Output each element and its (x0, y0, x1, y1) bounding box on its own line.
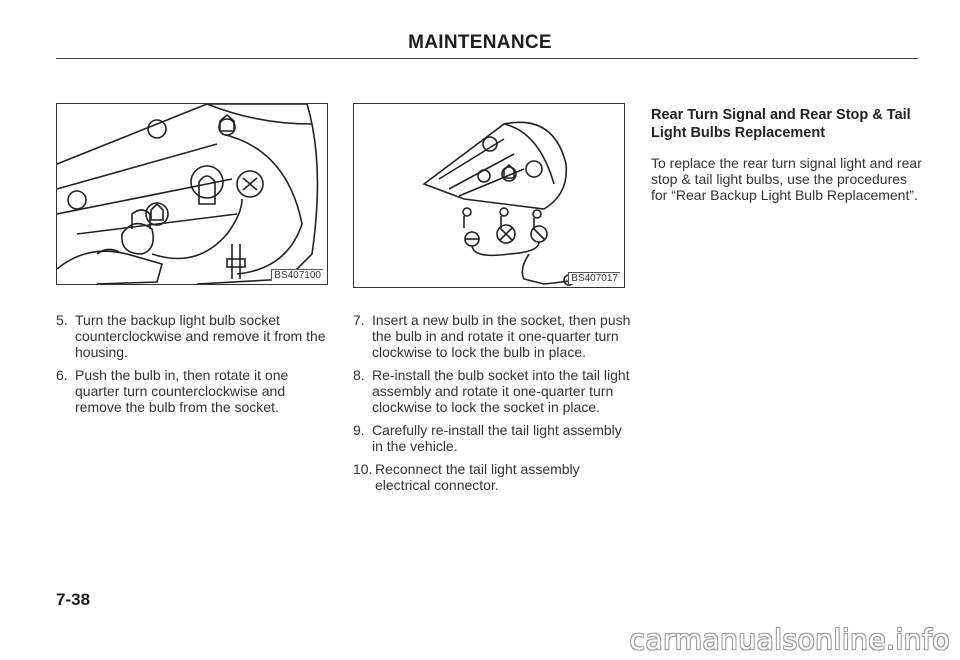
page-title: MAINTENANCE (408, 32, 552, 53)
step-item: 6. Push the bulb in, then rotate it one … (56, 367, 326, 415)
page-number: 7-38 (56, 590, 91, 609)
figure-backup-light: BS407100 (56, 103, 328, 285)
backup-light-illustration (57, 104, 319, 284)
step-item: 7. Insert a new bulb in the socket, then… (353, 312, 633, 360)
step-text: Push the bulb in, then rotate it one qua… (75, 367, 289, 415)
step-number: 8. (353, 367, 365, 383)
step-item: 8. Re-install the bulb socket into the t… (353, 367, 633, 415)
step-text: Reconnect the tail light assembly electr… (375, 461, 580, 493)
steps-list-middle: 7. Insert a new bulb in the socket, then… (353, 312, 633, 500)
step-text: Carefully re-install the tail light asse… (372, 422, 622, 454)
step-number: 7. (353, 312, 365, 328)
step-text: Insert a new bulb in the socket, then pu… (372, 312, 631, 360)
step-text: Turn the backup light bulb socket counte… (75, 312, 326, 360)
step-text: Re-install the bulb socket into the tail… (372, 367, 630, 415)
step-item: 5. Turn the backup light bulb socket cou… (56, 312, 326, 360)
watermark: carmanualsonline.info (629, 623, 950, 656)
step-number: 6. (56, 367, 68, 383)
figure-code: BS407017 (568, 272, 620, 284)
step-number: 5. (56, 312, 68, 328)
figure-code: BS407100 (271, 269, 323, 281)
tail-light-illustration (422, 121, 575, 286)
section-body: To replace the rear turn signal light an… (651, 155, 922, 203)
steps-list-left: 5. Turn the backup light bulb socket cou… (56, 312, 326, 422)
step-item: 10. Reconnect the tail light assembly el… (353, 461, 633, 493)
step-item: 9. Carefully re-install the tail light a… (353, 422, 633, 454)
step-number: 10. (353, 461, 373, 477)
header-rule (56, 58, 918, 59)
figure-tail-light: BS407017 (353, 103, 625, 288)
section-heading: Rear Turn Signal and Rear Stop & Tail Li… (651, 107, 911, 141)
step-number: 9. (353, 422, 365, 438)
